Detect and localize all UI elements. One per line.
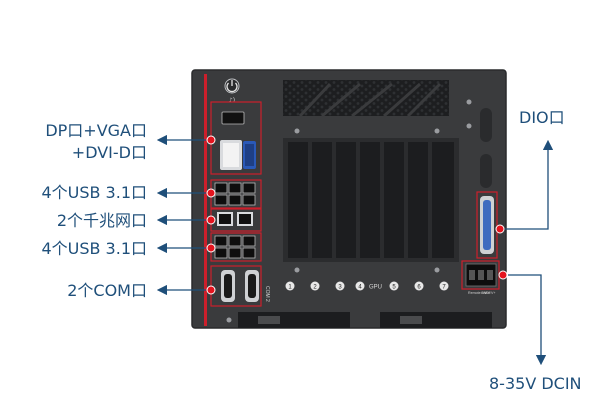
usb-ports-top[interactable]	[214, 182, 256, 206]
dcin-terminal[interactable]: Remote on/off GND V+	[465, 263, 497, 295]
com-ports[interactable]	[221, 270, 259, 302]
com-tag: COM 2	[264, 286, 270, 302]
usb-ports-bottom[interactable]	[214, 235, 256, 259]
gpu-slot-numbers: 1 2 3 4 GPU 5 6 7	[285, 281, 449, 291]
slot-number: 1	[288, 285, 292, 291]
gigabit-lan-ports[interactable]	[217, 212, 253, 226]
slot-number: 5	[392, 285, 396, 291]
callout-dvi: +DVI-D口	[71, 143, 147, 162]
left-io-column: ♪)	[214, 78, 270, 302]
slot-number: 2	[313, 285, 317, 291]
power-button[interactable]	[224, 78, 240, 94]
drive-bay-right	[380, 312, 492, 328]
slot-number: 3	[338, 285, 342, 291]
screws	[226, 99, 472, 323]
callout-dp-vga: DP口+VGA口	[45, 121, 147, 140]
leader-arrows	[156, 134, 554, 366]
callout-com: 2个COM口	[67, 281, 147, 300]
expansion-slot-covers	[288, 142, 454, 258]
terminal-label: Remote on/off	[468, 291, 491, 295]
drive-bay-left	[238, 312, 350, 328]
red-accent-strip	[204, 74, 207, 326]
top-vent-grille	[283, 80, 449, 116]
callout-dcin: 8-35V DCIN	[489, 374, 582, 393]
slot-number: 4	[358, 285, 362, 291]
marker-dots	[206, 135, 508, 295]
callout-lan: 2个千兆网口	[56, 211, 147, 230]
audio-icon: ♪)	[229, 97, 235, 104]
terminal-label: GND	[481, 291, 489, 295]
callout-dio: DIO口	[519, 108, 565, 127]
slot-number: 6	[417, 285, 421, 291]
slot-number: 7	[442, 285, 446, 291]
gpu-tag: GPU	[369, 285, 382, 291]
terminal-label: V+	[491, 291, 496, 295]
displayport[interactable]	[221, 111, 245, 125]
dio-connector[interactable]	[480, 196, 494, 254]
chassis	[191, 69, 507, 329]
callout-usb-bottom: 4个USB 3.1口	[41, 239, 147, 258]
callout-usb-top: 4个USB 3.1口	[41, 183, 147, 202]
